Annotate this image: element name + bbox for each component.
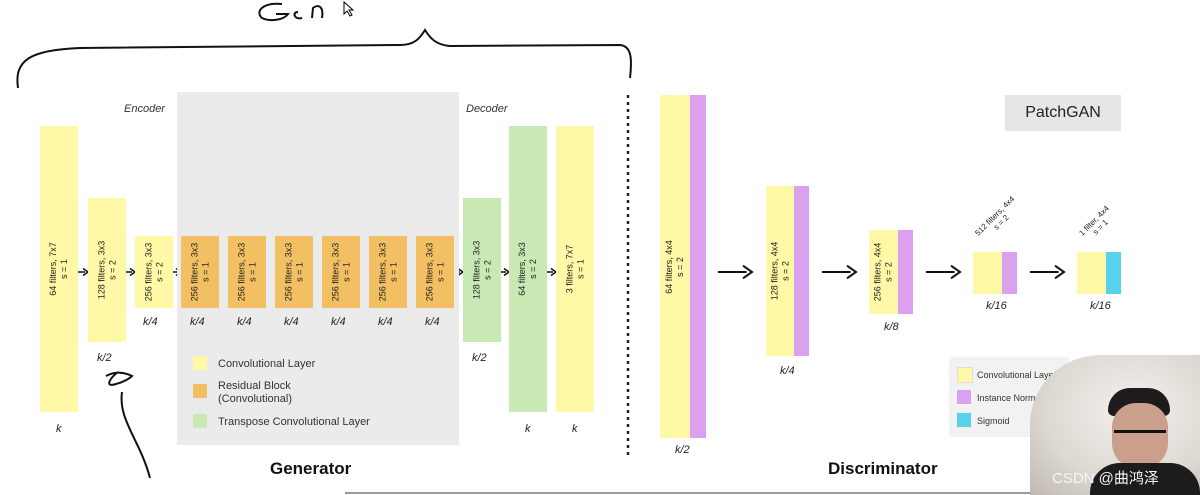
disc-sigmoid [1106,252,1121,294]
disc-norm-4 [1002,252,1017,294]
cursor-icon [343,0,355,17]
legend-conv-swatch [193,356,207,370]
disc-size-1: k/2 [675,444,690,456]
gen-size-12: k [572,423,578,435]
gen-size-2: k/2 [97,352,112,364]
gen-size-10: k/2 [472,352,487,364]
disc-norm-2 [794,186,809,356]
disc-norm-3 [898,230,913,314]
disc-size-5: k/16 [1090,300,1111,312]
curly-brace [16,28,632,89]
legend-conv-label: Convolutional Layer [218,358,316,370]
gen-size-1: k [56,423,62,435]
disc-legend-conv-swatch [957,367,973,383]
disc-legend-sigmoid-swatch [957,413,971,427]
disc-block-5 [1077,252,1106,294]
gen-size-6: k/4 [284,316,299,328]
hand-scribble [105,371,151,479]
gen-size-11: k [525,423,531,435]
legend-transpose-label: Transpose Convolutional Layer [218,416,370,428]
gen-size-9: k/4 [425,316,440,328]
patchgan-badge: PatchGAN [1005,95,1121,131]
gen-size-4: k/4 [190,316,205,328]
disc-block-4 [973,252,1002,294]
disc-legend-norm-label: Instance Normalization [977,393,1037,403]
legend-res-label: Residual Block(Convolutional) [218,380,292,405]
encoder-label: Encoder [124,103,165,115]
disc-legend-sigmoid-label: Sigmoid [977,416,1010,426]
decoder-label: Decoder [466,103,508,115]
disc-norm-1 [690,95,706,438]
glasses-icon [1114,430,1166,447]
gen-size-5: k/4 [237,316,252,328]
disc-arrow-2-head [846,264,858,280]
person-shirt [1090,463,1200,495]
gen-letters [258,2,324,22]
watermark: CSDN @曲鸿泽 [1052,470,1159,487]
disc-legend-norm-swatch [957,390,971,404]
legend-transpose-swatch [193,414,207,428]
discriminator-title: Discriminator [828,459,938,478]
disc-arrow-1-head [742,264,754,280]
legend-res-swatch [193,384,207,398]
disc-arrow-3-head [950,264,962,280]
disc-legend-conv-label: Convolutional Layer [977,370,1057,380]
residual-panel [177,92,459,445]
disc-size-2: k/4 [780,365,795,377]
disc-size-3: k/8 [884,321,899,333]
gen-size-7: k/4 [331,316,346,328]
disc-arrow-4-head [1054,264,1066,280]
generator-title: Generator [270,459,352,478]
webcam-overlay [1030,355,1200,495]
gen-size-3: k/4 [143,316,158,328]
person-face [1112,403,1168,469]
gen-size-8: k/4 [378,316,393,328]
disc-size-4: k/16 [986,300,1007,312]
